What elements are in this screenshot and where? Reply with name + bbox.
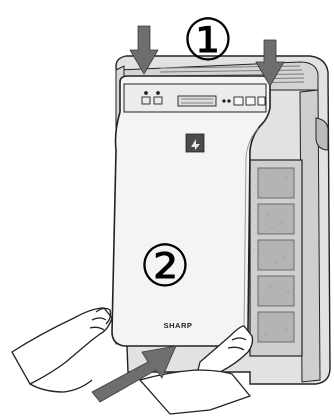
display-window bbox=[178, 96, 216, 106]
left-hand bbox=[12, 308, 112, 392]
exposed-filter bbox=[250, 160, 302, 356]
step-two-label: ② bbox=[139, 232, 191, 300]
step-one-label: ① bbox=[182, 6, 234, 74]
front-panel: SHARP bbox=[112, 76, 270, 346]
plasmacluster-icon bbox=[186, 134, 204, 152]
brand-logo: SHARP bbox=[164, 321, 193, 330]
